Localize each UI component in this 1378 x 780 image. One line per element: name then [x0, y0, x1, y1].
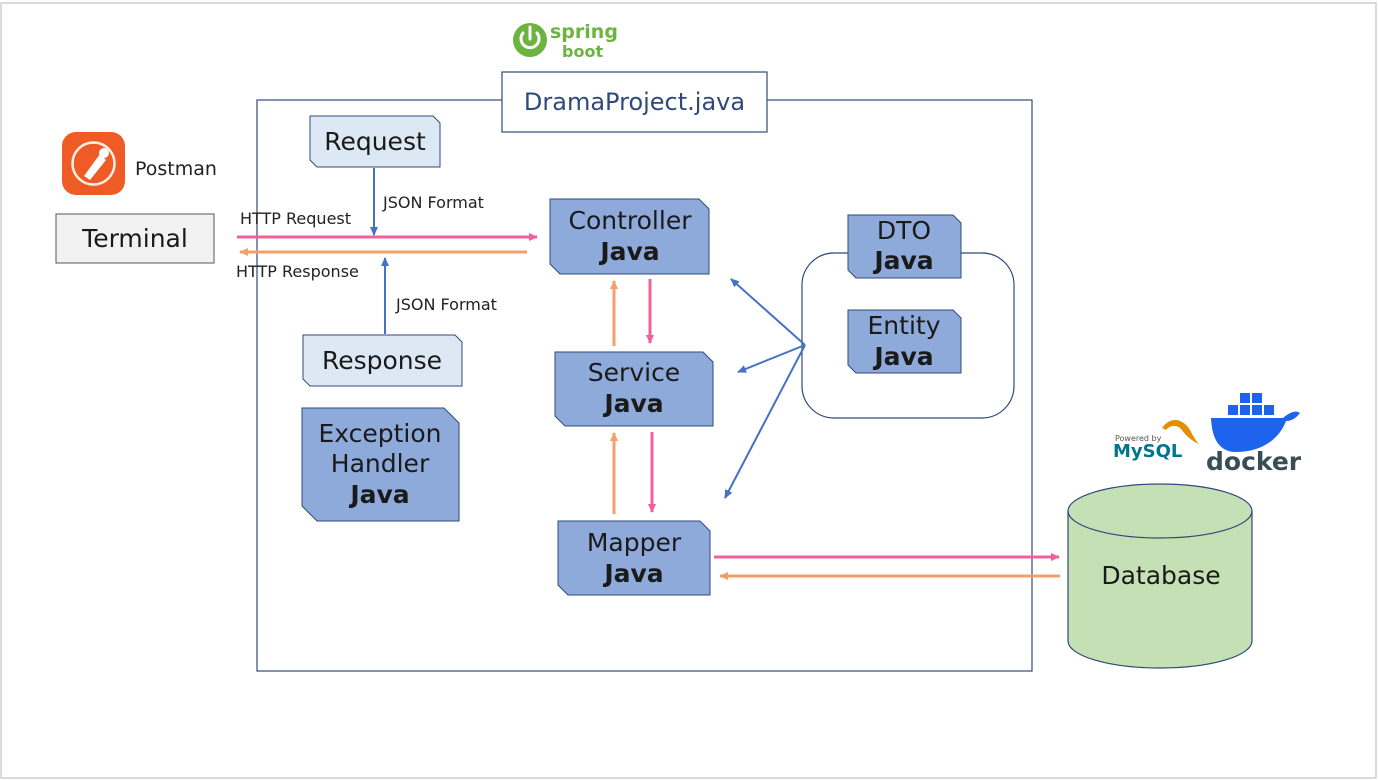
docker-label: docker	[1206, 447, 1302, 476]
project-title-box	[501, 71, 768, 133]
docker-logo: docker	[1206, 393, 1302, 476]
dto-to-mapper-arrow	[724, 344, 806, 499]
mysql-dolphin-icon	[1162, 419, 1199, 444]
dto-java: Java	[872, 246, 933, 275]
mapper-label: Mapper	[587, 528, 682, 557]
controller-java: Java	[598, 237, 659, 266]
database-cylinder	[1067, 483, 1253, 669]
dto-label: DTO	[877, 216, 931, 245]
terminal-label: Terminal	[81, 224, 188, 253]
terminal-box	[55, 213, 215, 264]
response-box	[302, 334, 463, 387]
http-response-label: HTTP Response	[236, 262, 359, 281]
json-format-request-label: JSON Format	[382, 193, 484, 212]
controller-label: Controller	[569, 206, 693, 235]
postman-logo	[62, 132, 125, 195]
request-box	[309, 115, 441, 168]
service-label: Service	[588, 358, 680, 387]
json-format-response-label: JSON Format	[395, 295, 497, 314]
entity-java: Java	[872, 342, 933, 371]
spring-boot-logo: spring boot	[513, 21, 618, 61]
controller-box	[549, 198, 710, 275]
project-title: DramaProject.java	[524, 88, 745, 116]
database-label: Database	[1101, 561, 1220, 590]
docker-whale-icon	[1211, 411, 1300, 452]
dto-to-controller-arrow	[730, 278, 806, 346]
boot-label: boot	[562, 42, 603, 61]
dto-to-service-arrow	[737, 344, 806, 373]
service-box	[554, 351, 714, 427]
entity-label: Entity	[868, 311, 941, 340]
exception-handler-label-2: Handler	[331, 449, 430, 478]
exception-handler-java: Java	[348, 480, 409, 509]
dto-box	[847, 214, 962, 279]
service-java: Java	[602, 389, 663, 418]
mysql-powered-label: Powered by	[1115, 434, 1162, 443]
mysql-label: MySQL	[1113, 441, 1182, 462]
exception-handler-label-1: Exception	[318, 419, 441, 448]
spring-label: spring	[550, 21, 618, 43]
mysql-logo: Powered by MySQL	[1113, 419, 1199, 462]
http-request-label: HTTP Request	[240, 209, 351, 228]
response-label: Response	[322, 346, 442, 375]
postman-label: Postman	[135, 158, 217, 180]
entity-box	[847, 309, 962, 374]
exception-handler-box	[301, 407, 460, 522]
mapper-java: Java	[602, 559, 663, 588]
mapper-box	[557, 520, 711, 596]
request-label: Request	[324, 127, 426, 156]
